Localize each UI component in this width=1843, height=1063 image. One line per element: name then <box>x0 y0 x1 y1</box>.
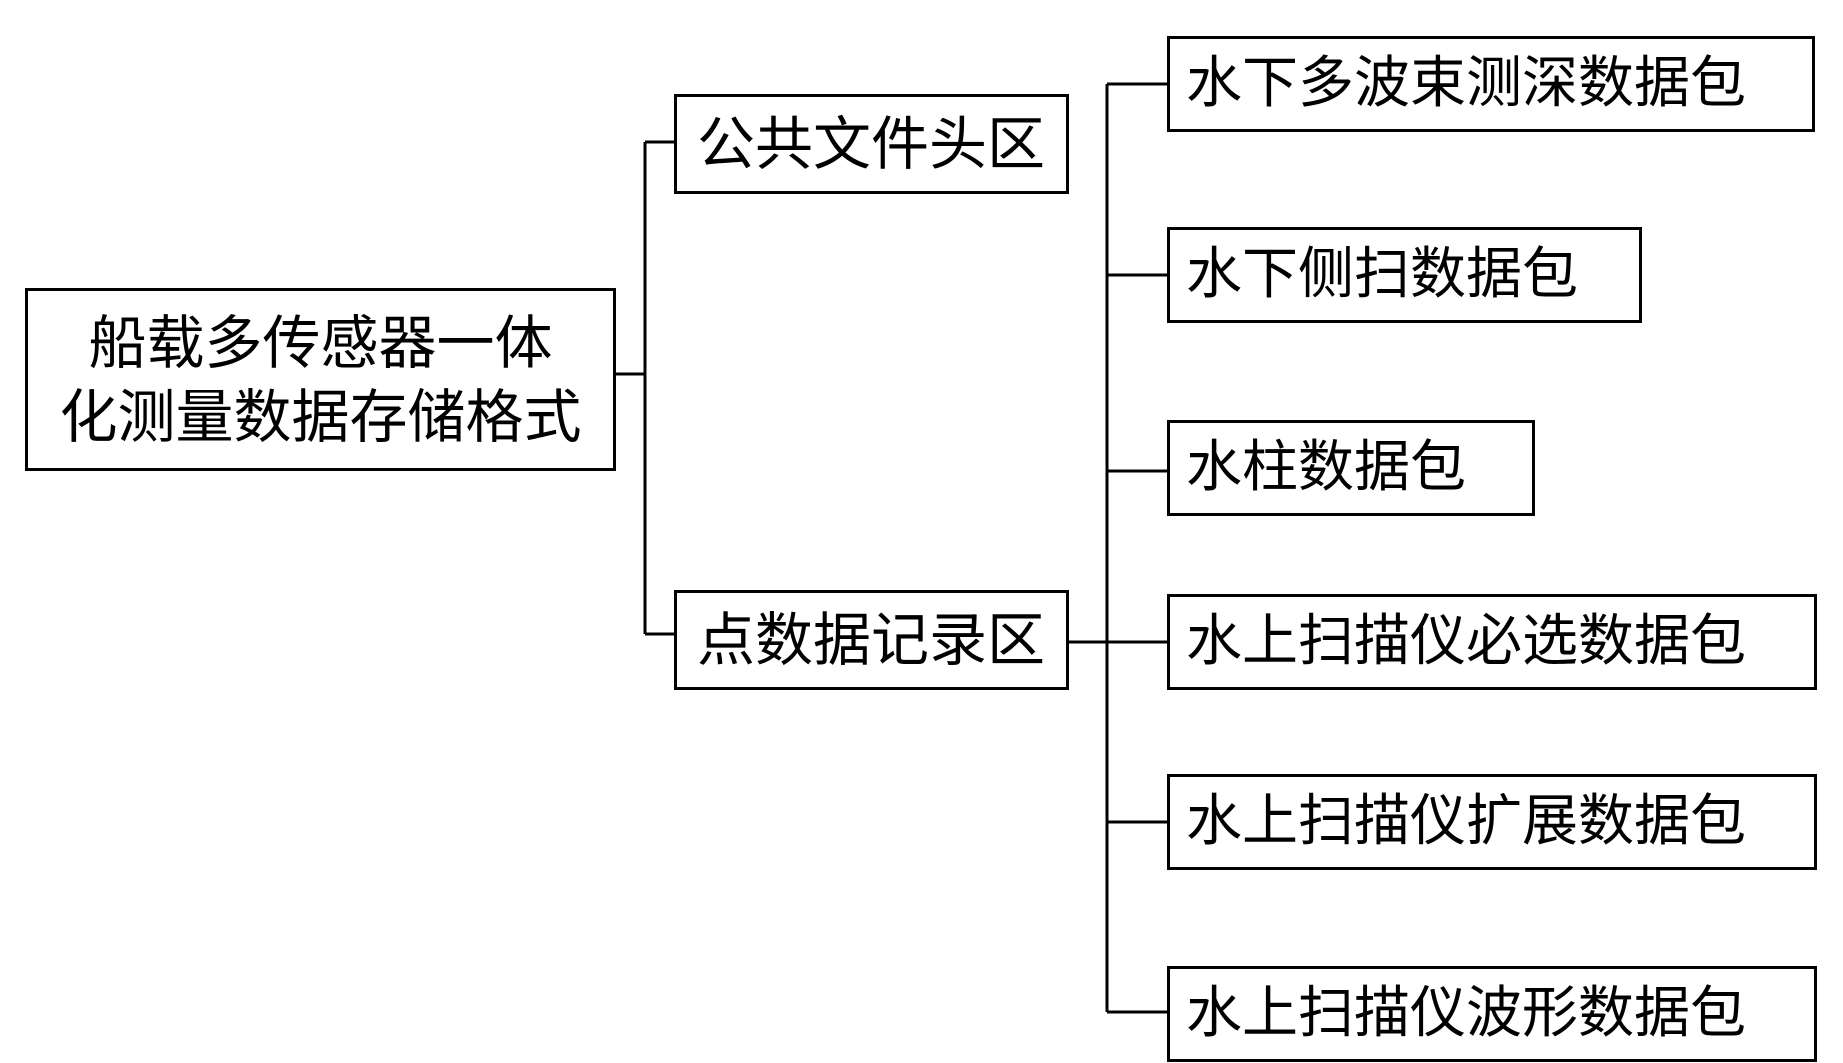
section-node-common-header: 公共文件头区 <box>674 94 1069 194</box>
packet-label: 水上扫描仪波形数据包 <box>1186 981 1746 1046</box>
packet-label: 水上扫描仪扩展数据包 <box>1186 789 1746 854</box>
packet-node-scanner-required: 水上扫描仪必选数据包 <box>1167 594 1817 690</box>
packet-label: 水下多波束测深数据包 <box>1186 51 1746 116</box>
root-label-line1: 船载多传感器一体 <box>88 308 553 377</box>
packet-node-water-column: 水柱数据包 <box>1167 420 1535 516</box>
packet-node-scanner-waveform: 水上扫描仪波形数据包 <box>1167 966 1817 1062</box>
packet-node-sidescan: 水下侧扫数据包 <box>1167 227 1642 323</box>
root-node: 船载多传感器一体 化测量数据存储格式 <box>25 288 616 471</box>
root-label-line2: 化测量数据存储格式 <box>59 382 582 451</box>
packet-node-multibeam: 水下多波束测深数据包 <box>1167 36 1815 132</box>
packet-label: 水上扫描仪必选数据包 <box>1186 609 1746 674</box>
section-label: 点数据记录区 <box>697 606 1046 674</box>
packet-label: 水柱数据包 <box>1186 435 1466 500</box>
packet-label: 水下侧扫数据包 <box>1186 242 1578 307</box>
packet-node-scanner-extended: 水上扫描仪扩展数据包 <box>1167 774 1817 870</box>
section-node-point-records: 点数据记录区 <box>674 590 1069 690</box>
section-label: 公共文件头区 <box>697 110 1046 178</box>
